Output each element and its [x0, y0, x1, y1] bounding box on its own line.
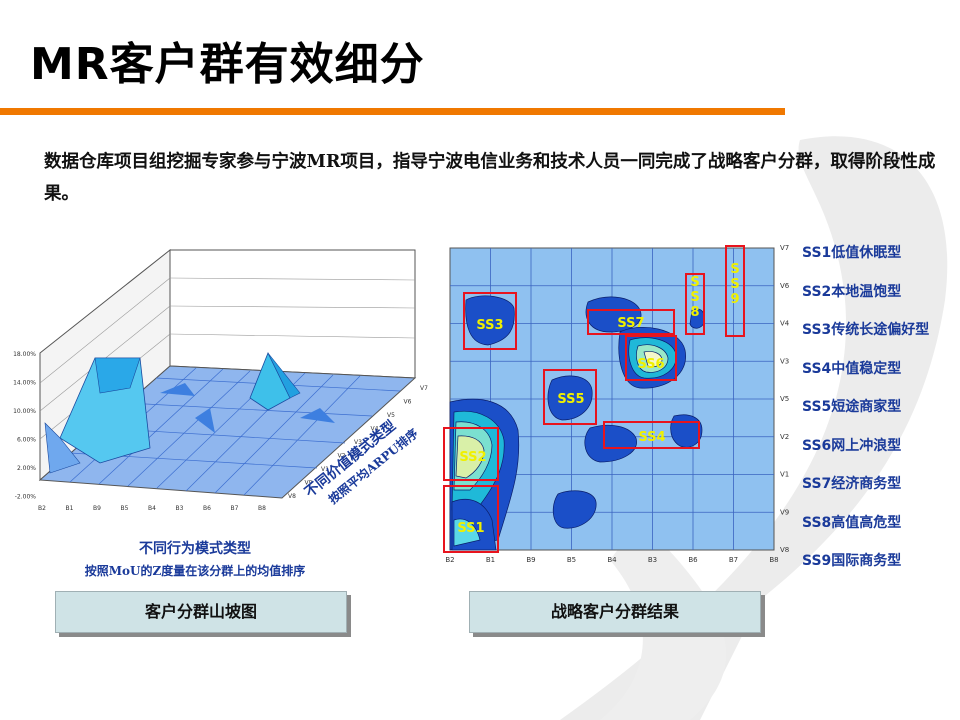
heatmap-x-tick: B2 — [445, 556, 454, 564]
mountain-x-tick: B7 — [231, 505, 239, 512]
heatmap-x-tick: B6 — [688, 556, 698, 564]
mountain-x-tick: B8 — [258, 505, 266, 512]
legend-item: SS2本地温饱型 — [802, 283, 902, 300]
mountain-y-tick: 14.00% — [13, 380, 36, 387]
mountain-depth-tick: V3 — [354, 439, 362, 446]
legend-item: SS7经济商务型 — [802, 476, 902, 492]
segment-label-ss1: SS1 — [457, 521, 484, 536]
behavior-caption-line1: 不同行为模式类型 — [139, 541, 251, 557]
mountain-chart-button[interactable]: 客户分群山坡图 — [55, 591, 347, 633]
segmentation-result-button[interactable]: 战略客户分群结果 — [469, 591, 761, 633]
segment-box-ss5 — [543, 369, 597, 425]
heatmap-x-tick: B8 — [769, 556, 778, 564]
heatmap-x-tick: B4 — [607, 556, 617, 564]
heatmap-y-tick: V6 — [780, 282, 790, 290]
heatmap-y-tick: V9 — [780, 508, 789, 516]
segment-label-ss3: SS3 — [476, 318, 503, 333]
segment-box-ss7 — [587, 309, 675, 335]
mountain-depth-tick: V4 — [371, 426, 379, 433]
legend-item: SS9国际商务型 — [802, 553, 902, 569]
heatmap-y-tick: V7 — [780, 244, 789, 252]
segment-box-ss6 — [625, 335, 677, 381]
heatmap-x-tick: B7 — [729, 556, 738, 564]
heatmap-y-tick: V4 — [780, 320, 790, 328]
heatmap-y-tick: V8 — [780, 546, 789, 554]
mountain-y-tick: 6.00% — [17, 437, 36, 444]
segment-label-ss4: SS4 — [638, 430, 665, 445]
heatmap-x-tick: B3 — [648, 556, 657, 564]
segment-box-ss2 — [443, 427, 499, 481]
mountain-depth-tick: V2 — [338, 453, 346, 460]
legend-item: SS8高值高危型 — [802, 514, 902, 531]
behavior-axis-caption: 不同行为模式类型 按照MoU的Z度量在该分群上的均值排序 — [20, 538, 370, 579]
legend-item: SS1低值休眠型 — [802, 245, 902, 261]
behavior-caption-line2: 按照MoU的Z度量在该分群上的均值排序 — [84, 564, 306, 578]
heatmap-x-tick: B1 — [486, 556, 495, 564]
heatmap-x-tick: B5 — [567, 556, 576, 564]
segment-box-ss3 — [463, 292, 517, 350]
segment-label-ss7: SS7 — [617, 316, 644, 331]
legend-item: SS5短途商家型 — [802, 399, 902, 415]
mountain-x-tick: B4 — [148, 505, 156, 512]
mountain-x-tick: B6 — [203, 505, 211, 512]
mountain-x-tick: B3 — [176, 505, 184, 512]
legend-item: SS3传统长途偏好型 — [802, 322, 930, 338]
mountain-depth-tick: V6 — [404, 399, 412, 406]
segment-label-ss6: SS6 — [637, 357, 664, 372]
mountain-y-tick: -2.00% — [15, 494, 37, 501]
mountain-depth-tick: V7 — [420, 385, 428, 392]
legend-item: SS6网上冲浪型 — [802, 437, 902, 454]
mountain-x-tick: B5 — [121, 505, 129, 512]
segment-label-ss2: SS2 — [459, 450, 486, 465]
mountain-depth-tick: V8 — [288, 493, 296, 500]
title-underline — [0, 108, 785, 115]
mountain-depth-tick: V9 — [305, 480, 313, 487]
mountain-x-tick: B2 — [38, 505, 46, 512]
legend-item: SS4中值稳定型 — [802, 360, 902, 377]
mountain-y-tick: 2.00% — [17, 465, 36, 472]
mountain-chart: 18.00% 14.00% 10.00% 6.00% 2.00% -2.00% B2 B1 B… — [13, 248, 428, 512]
segment-box-ss9 — [725, 245, 745, 337]
segment-legend: SS1低值休眠型 SS2本地温饱型 SS3传统长途偏好型 SS4中值稳定型 SS5短途商… — [802, 242, 929, 589]
heatmap-y-tick: V1 — [780, 471, 789, 479]
heatmap-y-tick: V2 — [780, 433, 789, 441]
mountain-y-tick: 18.00% — [13, 351, 36, 358]
segment-box-ss4 — [603, 421, 700, 449]
mountain-y-tick: 10.00% — [13, 408, 36, 415]
mountain-x-tick: B1 — [66, 505, 74, 512]
mountain-depth-tick: V5 — [387, 412, 395, 419]
mountain-depth-tick: V1 — [321, 466, 329, 473]
heatmap-x-tick: B9 — [526, 556, 535, 564]
heatmap-y-tick: V5 — [780, 395, 789, 403]
segment-label-ss5: SS5 — [557, 392, 584, 407]
segment-box-ss1 — [443, 485, 499, 553]
mountain-x-tick: B9 — [93, 505, 101, 512]
segment-box-ss8 — [685, 273, 705, 335]
page-title: MR客户群有效细分 — [30, 39, 425, 90]
intro-paragraph: 数据仓库项目组挖掘专家参与宁波MR项目，指导宁波电信业务和技术人员一同完成了战略… — [44, 152, 936, 204]
heatmap-y-tick: V3 — [780, 357, 789, 365]
